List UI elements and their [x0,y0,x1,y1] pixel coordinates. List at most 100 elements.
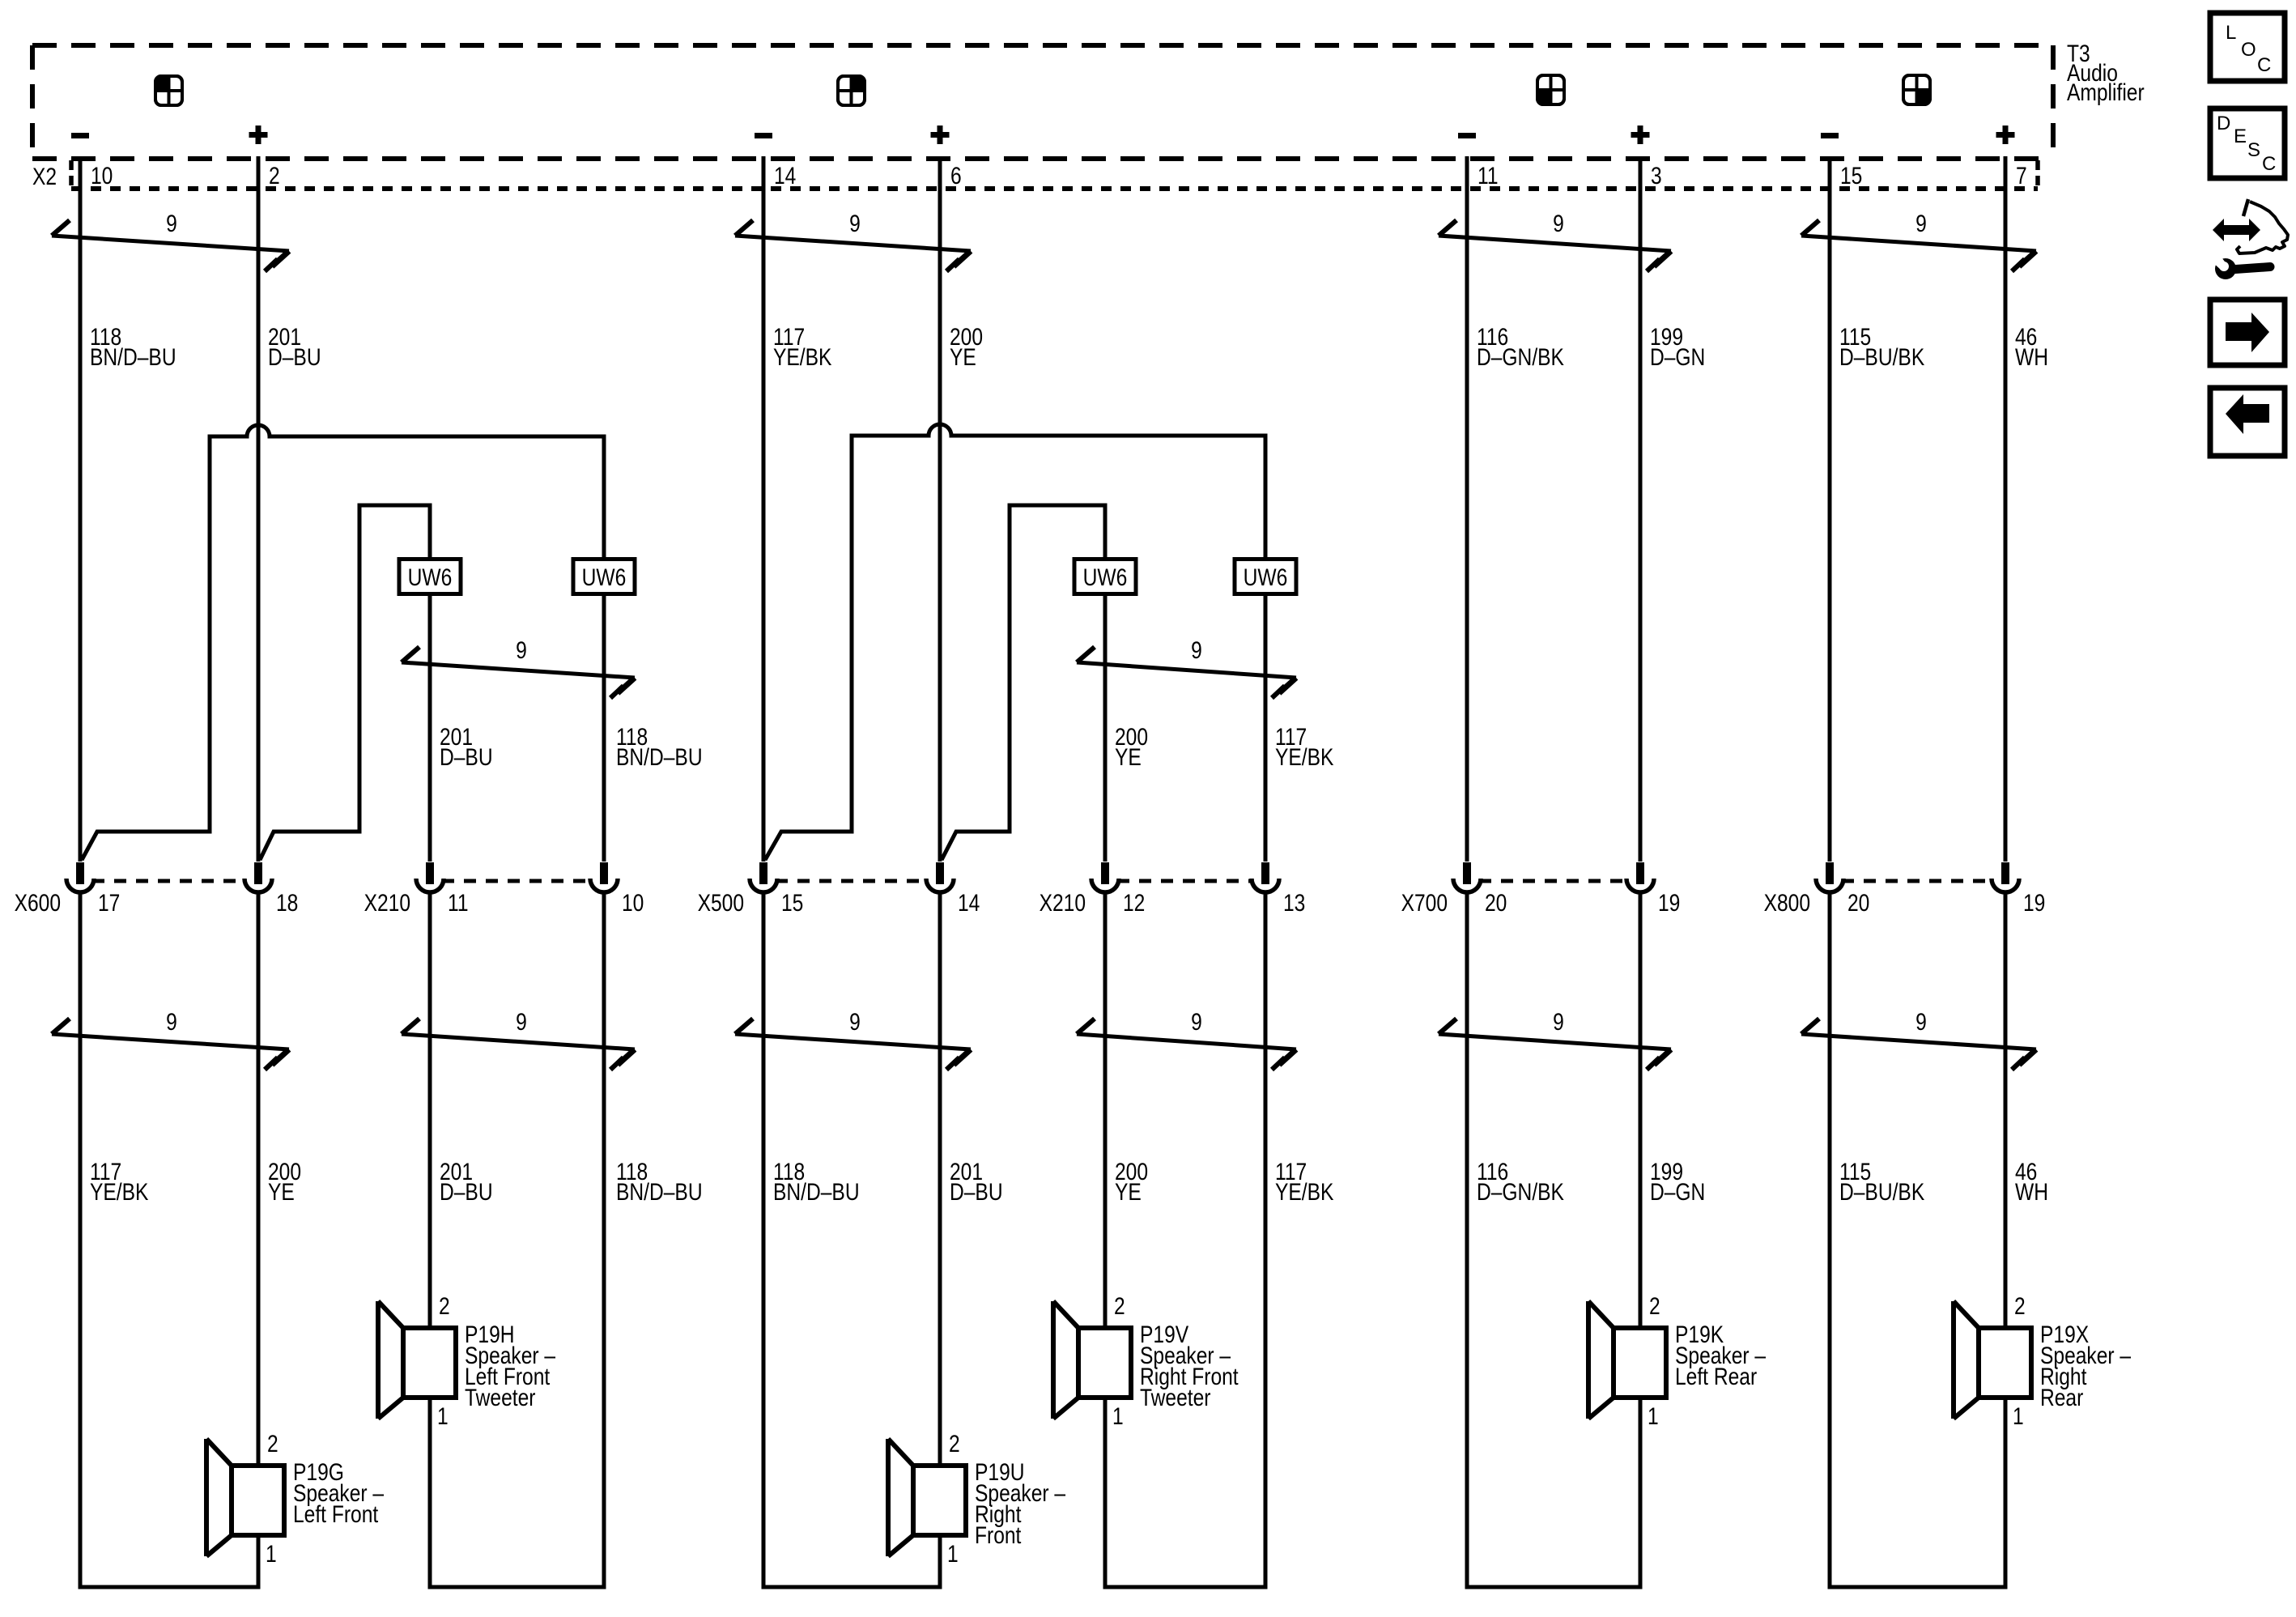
svg-text:9: 9 [1191,1008,1202,1036]
svg-text:200: 200 [268,1158,301,1185]
svg-text:E: E [2234,126,2247,147]
svg-text:P19G: P19G [293,1458,344,1486]
svg-text:Right: Right [975,1500,1022,1528]
svg-text:Speaker –: Speaker – [975,1479,1066,1507]
svg-text:UW6: UW6 [582,564,627,591]
svg-text:BN/D–BU: BN/D–BU [616,743,703,771]
svg-text:X210: X210 [1040,889,1086,917]
svg-text:117: 117 [90,1158,121,1185]
svg-text:10: 10 [91,162,113,189]
svg-text:C: C [2257,54,2271,76]
svg-text:20: 20 [1485,889,1507,917]
svg-text:1: 1 [947,1540,959,1568]
svg-text:D–BU/BK: D–BU/BK [1839,343,1924,371]
svg-text:7: 7 [2016,162,2027,189]
svg-text:117: 117 [1275,723,1307,751]
svg-text:D–GN: D–GN [1650,343,1705,371]
svg-text:1: 1 [266,1540,277,1568]
svg-text:D–BU: D–BU [440,1178,493,1206]
svg-text:17: 17 [98,889,120,917]
svg-text:201: 201 [440,723,473,751]
svg-text:BN/D–BU: BN/D–BU [773,1178,860,1206]
svg-text:Amplifier: Amplifier [2067,79,2145,106]
svg-text:9: 9 [1915,210,1927,237]
svg-text:116: 116 [1477,1158,1508,1185]
svg-text:Right: Right [2040,1363,2087,1390]
svg-text:Speaker –: Speaker – [293,1479,385,1507]
svg-text:200: 200 [950,323,983,351]
svg-text:YE/BK: YE/BK [90,1178,148,1206]
svg-text:1: 1 [437,1402,449,1430]
svg-text:2: 2 [1114,1292,1125,1320]
svg-text:D–GN/BK: D–GN/BK [1477,1178,1564,1206]
svg-text:Tweeter: Tweeter [465,1384,535,1411]
svg-text:2: 2 [267,1430,278,1457]
svg-text:199: 199 [1650,323,1683,351]
svg-text:Speaker –: Speaker – [1140,1342,1231,1369]
svg-text:P19X: P19X [2040,1321,2089,1348]
svg-text:10: 10 [622,889,644,917]
svg-text:116: 116 [1477,323,1508,351]
svg-text:D–GN/BK: D–GN/BK [1477,343,1564,371]
svg-text:3: 3 [1651,162,1662,189]
svg-text:118: 118 [773,1158,805,1185]
svg-text:D–BU/BK: D–BU/BK [1839,1178,1924,1206]
svg-text:9: 9 [849,210,861,237]
svg-text:2: 2 [2014,1292,2026,1320]
svg-text:YE/BK: YE/BK [1275,743,1333,771]
svg-text:P19V: P19V [1140,1321,1189,1348]
svg-text:WH: WH [2015,343,2048,371]
svg-text:P19U: P19U [975,1458,1025,1486]
svg-text:9: 9 [1553,1008,1564,1036]
svg-text:18: 18 [276,889,298,917]
svg-text:X800: X800 [1764,889,1810,917]
svg-text:YE/BK: YE/BK [773,343,831,371]
svg-text:46: 46 [2015,323,2037,351]
svg-text:12: 12 [1123,889,1145,917]
svg-text:20: 20 [1847,889,1869,917]
svg-text:6: 6 [950,162,962,189]
svg-text:Left Front: Left Front [293,1500,379,1528]
svg-text:YE/BK: YE/BK [1275,1178,1333,1206]
svg-text:117: 117 [1275,1158,1307,1185]
svg-text:15: 15 [781,889,803,917]
svg-text:P19H: P19H [465,1321,515,1348]
svg-text:14: 14 [958,889,980,917]
svg-text:T3: T3 [2067,40,2090,67]
svg-text:YE: YE [950,343,976,371]
svg-text:15: 15 [1840,162,1862,189]
svg-text:115: 115 [1839,1158,1871,1185]
svg-text:2: 2 [949,1430,960,1457]
svg-text:X210: X210 [364,889,410,917]
svg-text:Speaker –: Speaker – [2040,1342,2132,1369]
svg-text:WH: WH [2015,1178,2048,1206]
svg-text:118: 118 [616,723,648,751]
svg-text:9: 9 [516,1008,527,1036]
svg-text:199: 199 [1650,1158,1683,1185]
svg-text:L: L [2226,22,2236,44]
svg-text:YE: YE [1115,1178,1142,1206]
svg-text:O: O [2241,39,2256,61]
svg-text:1: 1 [1112,1402,1124,1430]
svg-text:Left Front: Left Front [465,1363,551,1390]
svg-text:D–BU: D–BU [440,743,493,771]
svg-text:9: 9 [166,1008,177,1036]
svg-text:X600: X600 [15,889,61,917]
svg-text:Audio: Audio [2067,59,2118,87]
svg-text:2: 2 [439,1292,450,1320]
svg-text:11: 11 [1478,162,1499,189]
svg-text:BN/D–BU: BN/D–BU [616,1178,703,1206]
svg-text:2: 2 [269,162,280,189]
svg-text:19: 19 [2023,889,2045,917]
svg-text:D–GN: D–GN [1650,1178,1705,1206]
svg-text:201: 201 [950,1158,983,1185]
svg-text:UW6: UW6 [1244,564,1288,591]
svg-text:UW6: UW6 [408,564,453,591]
svg-text:X500: X500 [698,889,744,917]
svg-text:Left Rear: Left Rear [1675,1363,1757,1390]
svg-text:D: D [2217,113,2230,134]
svg-text:46: 46 [2015,1158,2037,1185]
svg-text:1: 1 [2013,1402,2024,1430]
svg-text:200: 200 [1115,723,1148,751]
svg-text:Front: Front [975,1521,1022,1549]
